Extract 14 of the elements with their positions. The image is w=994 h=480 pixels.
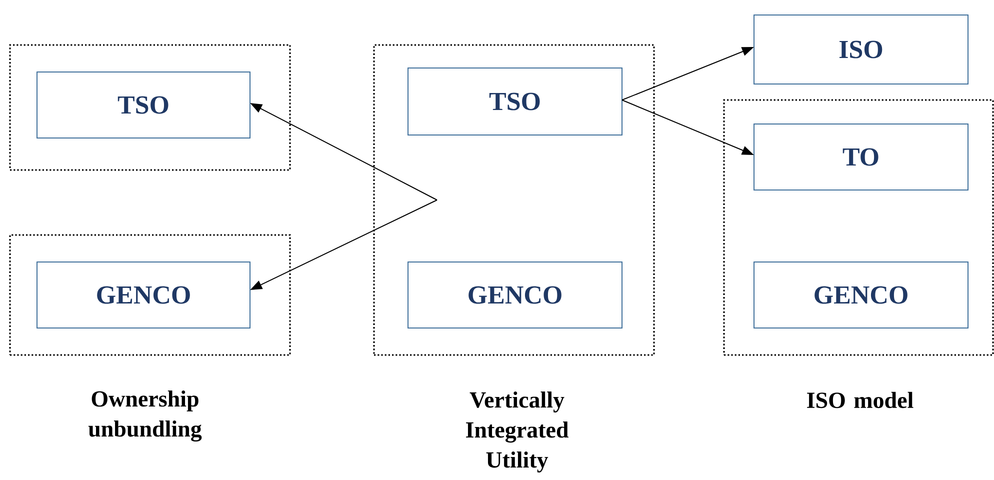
group-frame: [9, 44, 291, 171]
group-frame: [9, 234, 291, 356]
process-box: TSO: [36, 72, 250, 138]
process-box: GENCO: [754, 262, 968, 328]
caption: ISO model: [807, 392, 914, 408]
caption: Ownership unbundling: [88, 390, 202, 442]
process-box: TO: [754, 124, 968, 190]
caption: Vertically Integrated Utility: [466, 392, 568, 472]
process-box: GENCO: [36, 262, 250, 328]
process-box: TSO: [408, 68, 622, 136]
group-frame: [373, 44, 655, 356]
process-box: ISO: [754, 14, 968, 84]
process-box: GENCO: [408, 262, 622, 328]
group-frame: [723, 99, 994, 356]
